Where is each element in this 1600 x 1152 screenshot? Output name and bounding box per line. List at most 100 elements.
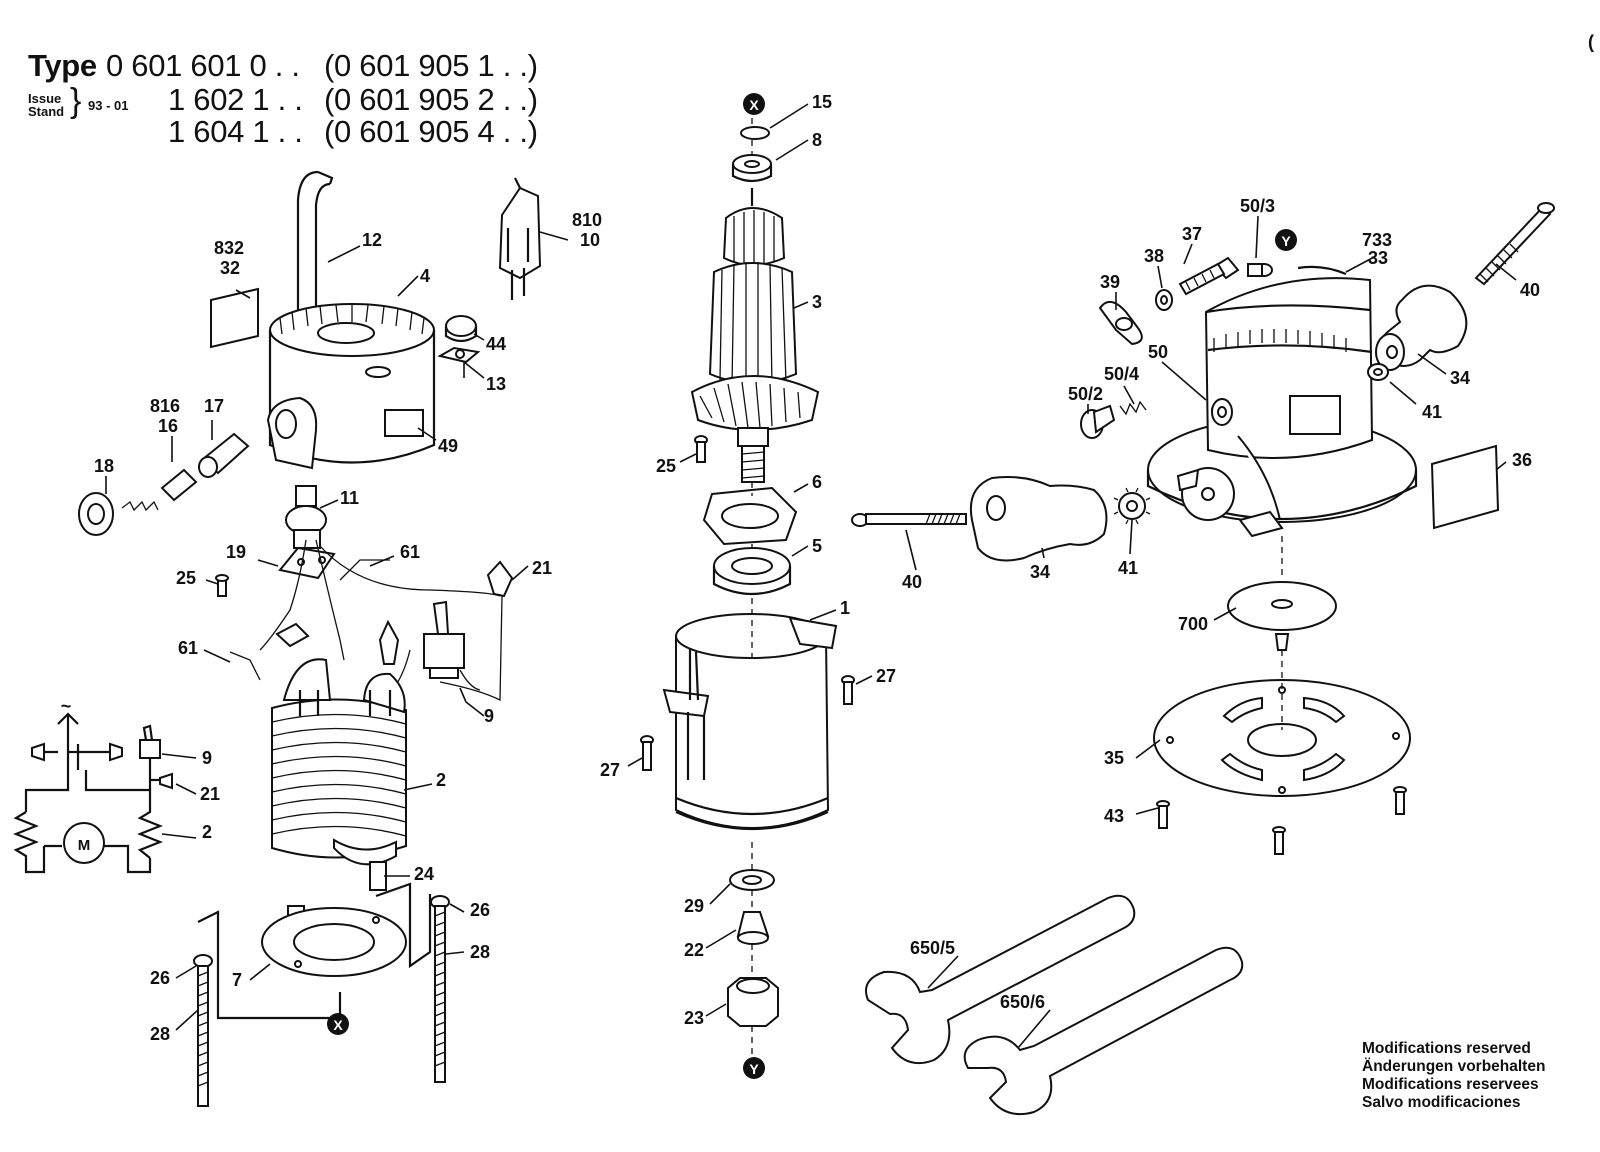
clip-44-13 — [437, 315, 481, 364]
modifications-line-es: Salvo modificaciones — [1362, 1094, 1521, 1111]
toggle-switch-9 — [423, 600, 465, 679]
label-35: 35 — [1104, 748, 1124, 768]
type-header: Type 0 601 601 0 . . (0 601 905 1 . .) I… — [24, 44, 604, 154]
type-row2-alt: (0 601 905 2 . .) — [324, 82, 538, 117]
corner-mark: ( — [1588, 32, 1594, 52]
label-816: 816 — [150, 396, 180, 416]
modifications-line-fr: Modifications reservees — [1362, 1076, 1539, 1093]
base-plate-35 — [1153, 679, 1411, 797]
leader-lines — [105, 103, 1517, 1049]
label-43: 43 — [1104, 806, 1124, 826]
bearing-5 — [712, 547, 792, 596]
label-27-right: 27 — [876, 666, 896, 686]
label-7: 7 — [232, 970, 242, 990]
spring-50-4 — [1119, 400, 1147, 416]
label-10: 10 — [580, 230, 600, 250]
label-33: 33 — [1368, 248, 1388, 268]
switch-11 — [278, 485, 336, 580]
marker-y-bottom — [743, 1057, 765, 1079]
label-25-center: 25 — [656, 456, 676, 476]
label-650-6: 650/6 — [1000, 992, 1045, 1012]
label-9-switch: 9 — [484, 706, 494, 726]
label-27-left: 27 — [600, 760, 620, 780]
ring-29 — [729, 869, 775, 891]
label-32: 32 — [220, 258, 240, 278]
label-38: 38 — [1144, 246, 1164, 266]
motor-symbol: M — [78, 837, 91, 854]
wrench-650-5 — [865, 894, 1136, 1064]
brace-symbol: } — [70, 82, 82, 120]
washer-41-left — [1113, 487, 1151, 525]
field-coil-2 — [271, 658, 407, 866]
brush-assembly — [78, 432, 250, 536]
label-15: 15 — [812, 92, 832, 112]
screw-27-right — [841, 675, 855, 705]
label-50-3: 50/3 — [1240, 196, 1275, 216]
label-patch-32 — [210, 287, 259, 349]
label-21-top: 21 — [532, 558, 552, 578]
label-21-schematic: 21 — [200, 784, 220, 804]
label-1: 1 — [840, 598, 850, 618]
label-810: 810 — [572, 210, 602, 230]
label-18: 18 — [94, 456, 114, 476]
label-17: 17 — [204, 396, 224, 416]
label-44: 44 — [486, 334, 506, 354]
nut-23 — [727, 977, 779, 1027]
label-13: 13 — [486, 374, 506, 394]
plug-10 — [498, 177, 542, 300]
label-16: 16 — [158, 416, 178, 436]
screw-25-left — [215, 574, 229, 597]
label-2-coil: 2 — [436, 770, 446, 790]
label-36: 36 — [1512, 450, 1532, 470]
marker-y-top-text: Y — [1281, 233, 1291, 249]
wiring-schematic — [13, 712, 173, 874]
handle-34-left — [970, 476, 1108, 562]
label-6: 6 — [812, 472, 822, 492]
label-50-4: 50/4 — [1104, 364, 1139, 384]
cord-and-housing — [266, 170, 436, 470]
collet-22 — [736, 911, 770, 945]
washer-41-right — [1367, 363, 1389, 381]
label-patch-36 — [1430, 444, 1500, 530]
label-23: 23 — [684, 1008, 704, 1028]
label-733: 733 — [1362, 230, 1392, 250]
label-9-schematic: 9 — [202, 748, 212, 768]
bolt-37 — [1178, 256, 1240, 296]
type-row3-part: 1 604 1 . . — [168, 114, 303, 149]
label-34-right: 34 — [1450, 368, 1470, 388]
screw-27-left — [640, 735, 654, 771]
label-650-5: 650/5 — [910, 938, 955, 958]
label-40-right: 40 — [1520, 280, 1540, 300]
rod-40-left — [851, 513, 967, 527]
label-24: 24 — [414, 864, 434, 884]
marker-y-bottom-text: Y — [749, 1061, 759, 1077]
type-label: Type — [28, 48, 97, 83]
label-4: 4 — [420, 266, 430, 286]
screw-center — [1274, 633, 1290, 651]
bushing-24 — [369, 861, 387, 891]
label-39: 39 — [1100, 272, 1120, 292]
handle-34-right — [1375, 284, 1468, 371]
label-40-left: 40 — [902, 572, 922, 592]
knob-50 — [1211, 398, 1233, 426]
label-41-right: 41 — [1422, 402, 1442, 422]
label-37: 37 — [1182, 224, 1202, 244]
label-50-2: 50/2 — [1068, 384, 1103, 404]
label-22: 22 — [684, 940, 704, 960]
label-28-right: 28 — [470, 942, 490, 962]
base-housing-33 — [1146, 265, 1418, 538]
modifications-note: Modifications reserved Änderungen vorbeh… — [1362, 1040, 1592, 1112]
label-25-left: 25 — [176, 568, 196, 588]
marker-x-bottom — [327, 1013, 349, 1035]
marker-x-bottom-text: X — [333, 1017, 343, 1033]
wrench-650-6 — [963, 946, 1244, 1116]
label-700: 700 — [1178, 614, 1208, 634]
label-28-left: 28 — [150, 1024, 170, 1044]
issue-date: 93 - 01 — [88, 98, 129, 113]
motor-housing-1 — [662, 613, 838, 830]
label-26-left: 26 — [150, 968, 170, 988]
label-61-left: 61 — [178, 638, 198, 658]
label-61-top: 61 — [400, 542, 420, 562]
modifications-line-en: Modifications reserved — [1362, 1040, 1531, 1057]
knob-50-2 — [1080, 404, 1116, 439]
